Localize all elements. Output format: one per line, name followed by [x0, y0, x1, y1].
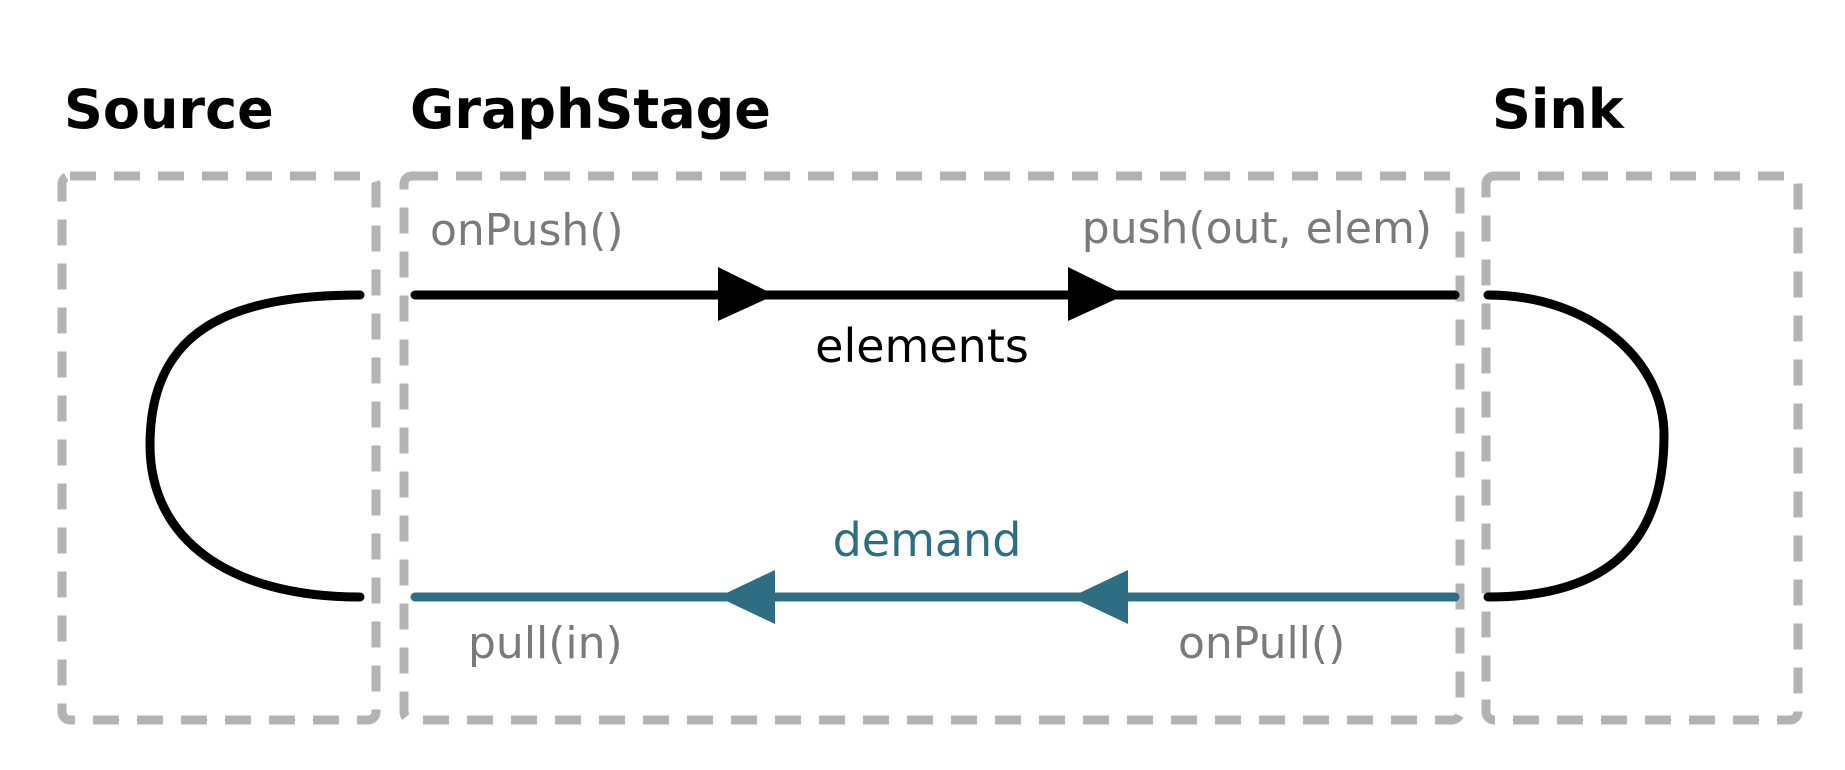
demand-arrow-1: [718, 570, 775, 624]
sink-box: [1481, 171, 1803, 725]
graphstage-title: GraphStage: [410, 78, 771, 141]
elements-arrow-2: [1068, 267, 1125, 321]
source-box: [57, 171, 381, 725]
pull-label: pull(in): [468, 618, 623, 669]
elements-label: elements: [815, 319, 1029, 373]
graphstage-box: [399, 171, 1465, 725]
push-label: push(out, elem): [1082, 203, 1432, 254]
on-pull-label: onPull(): [1178, 618, 1345, 669]
demand-label: demand: [833, 513, 1022, 567]
sink-loop-wire: [1483, 290, 1669, 602]
sink-title: Sink: [1492, 78, 1625, 141]
on-push-label: onPush(): [430, 205, 624, 256]
demand-arrow-2: [1071, 570, 1128, 624]
elements-arrow-1: [718, 267, 775, 321]
source-loop-wire: [145, 290, 365, 602]
source-title: Source: [64, 78, 274, 141]
